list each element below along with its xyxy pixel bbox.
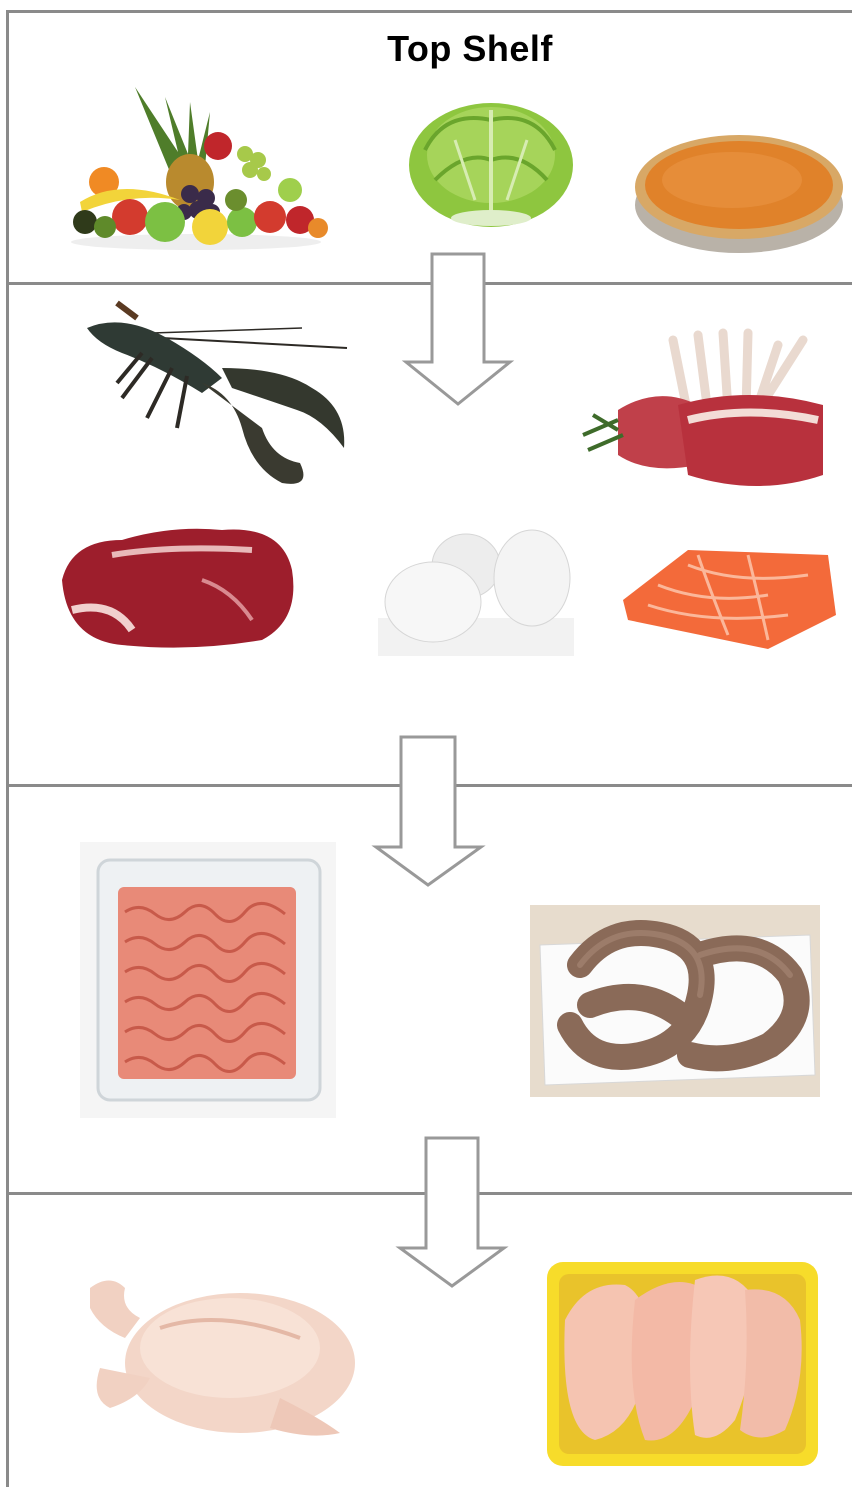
- lettuce-icon: [405, 80, 577, 230]
- chicken-breasts-tray-icon: [545, 1260, 820, 1468]
- steak-icon: [52, 520, 300, 652]
- left-border: [6, 10, 9, 1487]
- eggs-icon: [378, 528, 574, 656]
- lobster-icon: [82, 298, 350, 490]
- page-title: Top Shelf: [0, 28, 852, 70]
- down-arrow-3: [396, 1136, 508, 1289]
- salmon-fillet-icon: [618, 545, 840, 653]
- down-arrow-2: [373, 735, 485, 887]
- shelf-divider-top: [6, 10, 852, 13]
- fruit-pile-icon: [60, 82, 332, 252]
- whole-chicken-icon: [80, 1268, 358, 1440]
- lamb-rack-icon: [578, 325, 836, 497]
- pie-icon: [632, 125, 846, 255]
- ground-meat-tray-icon: [80, 842, 336, 1118]
- down-arrow-1: [402, 252, 514, 407]
- sausages-icon: [530, 905, 820, 1097]
